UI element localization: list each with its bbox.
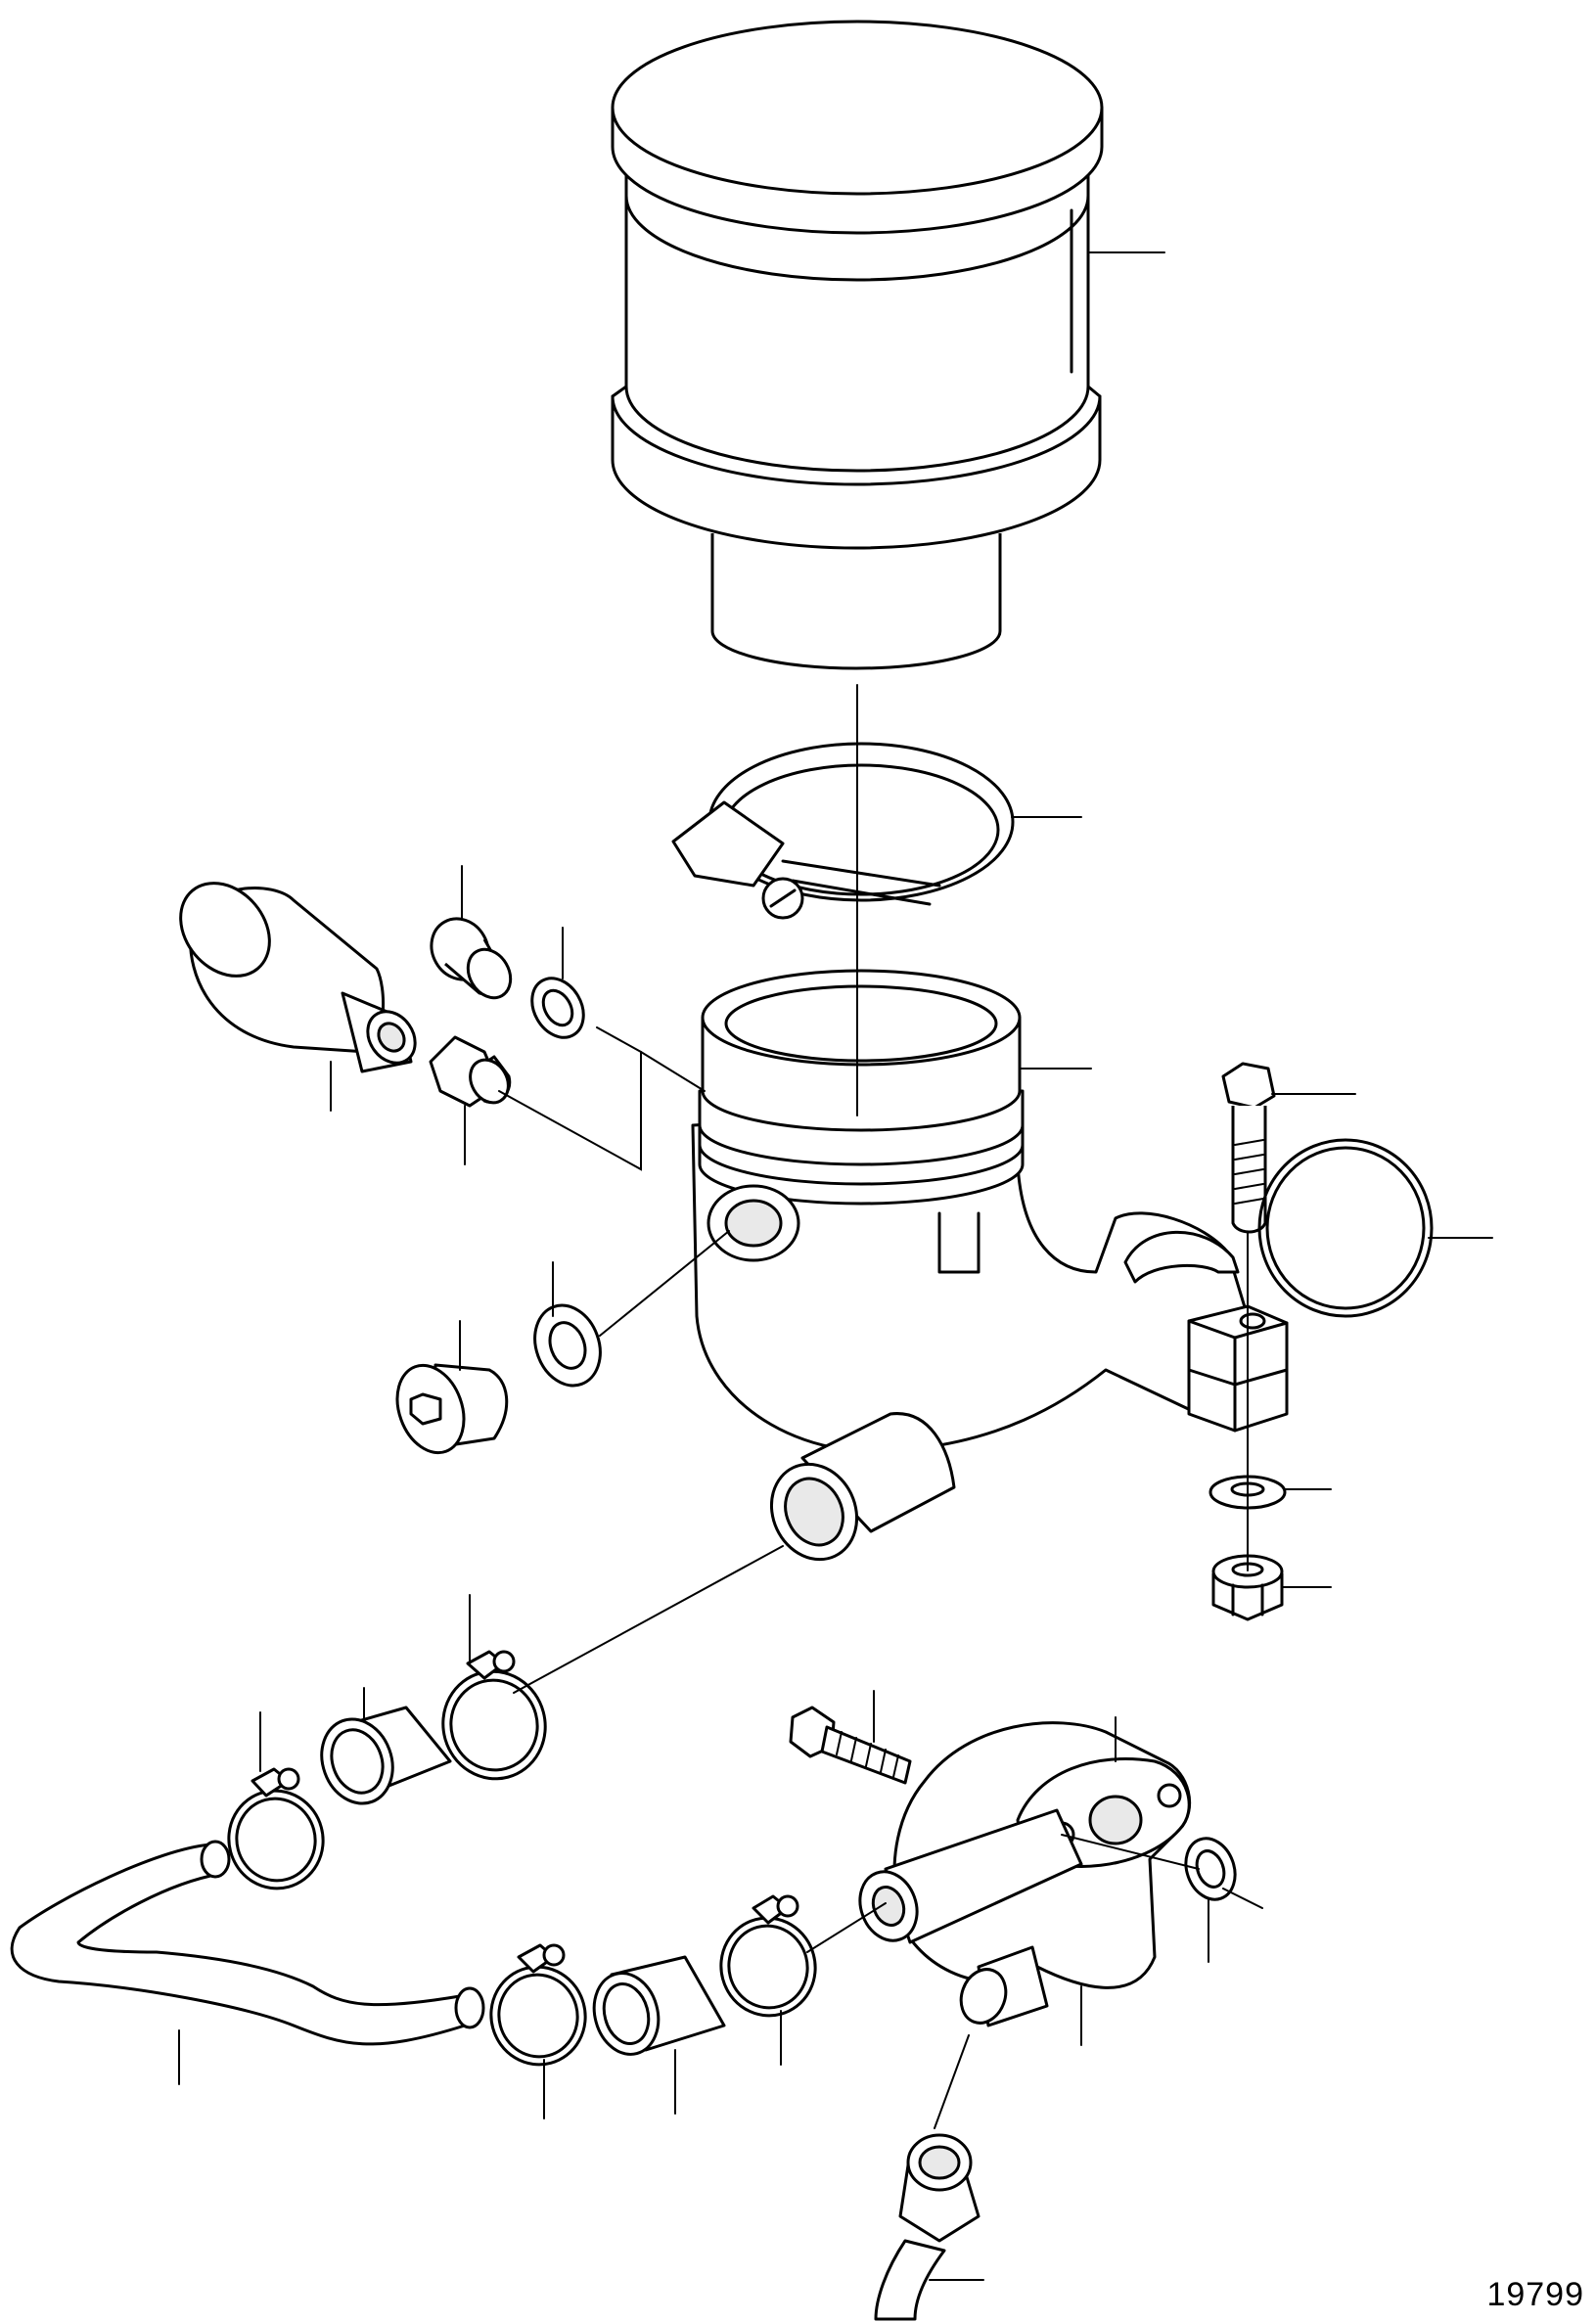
sealing-washer-small <box>522 969 594 1046</box>
hose-sleeve-lower <box>585 1957 724 2062</box>
hex-bolt-vertical <box>1223 1064 1274 1232</box>
hose-clamp-right <box>710 1896 827 2026</box>
hose-clamp-upper <box>432 1652 558 1791</box>
pipe-fitting <box>876 2135 979 2319</box>
hose-clamp-ring <box>673 744 1013 918</box>
hex-bolt-angled <box>791 1707 910 1783</box>
o-ring-large <box>1259 1140 1432 1316</box>
hose-clamp-left <box>218 1769 335 1899</box>
filter-adapter <box>850 1723 1189 2029</box>
reservoir-canister <box>613 22 1102 668</box>
copper-washer <box>1178 1832 1244 1907</box>
drain-washer <box>524 1297 612 1395</box>
callout-leaders <box>179 252 1492 2280</box>
bent-hose <box>12 1842 483 2044</box>
oil-filter-housing <box>693 971 1287 1573</box>
drain-plug <box>386 1356 507 1462</box>
threaded-nipple <box>431 1037 516 1110</box>
pressure-sender <box>162 865 425 1071</box>
assembly-lines <box>499 685 1248 2128</box>
hose-sleeve-upper <box>310 1707 450 1813</box>
drawing-number: 19799 <box>1486 2276 1584 2313</box>
hose-clamp-lower <box>480 1945 597 2075</box>
small-plug <box>421 908 520 1005</box>
